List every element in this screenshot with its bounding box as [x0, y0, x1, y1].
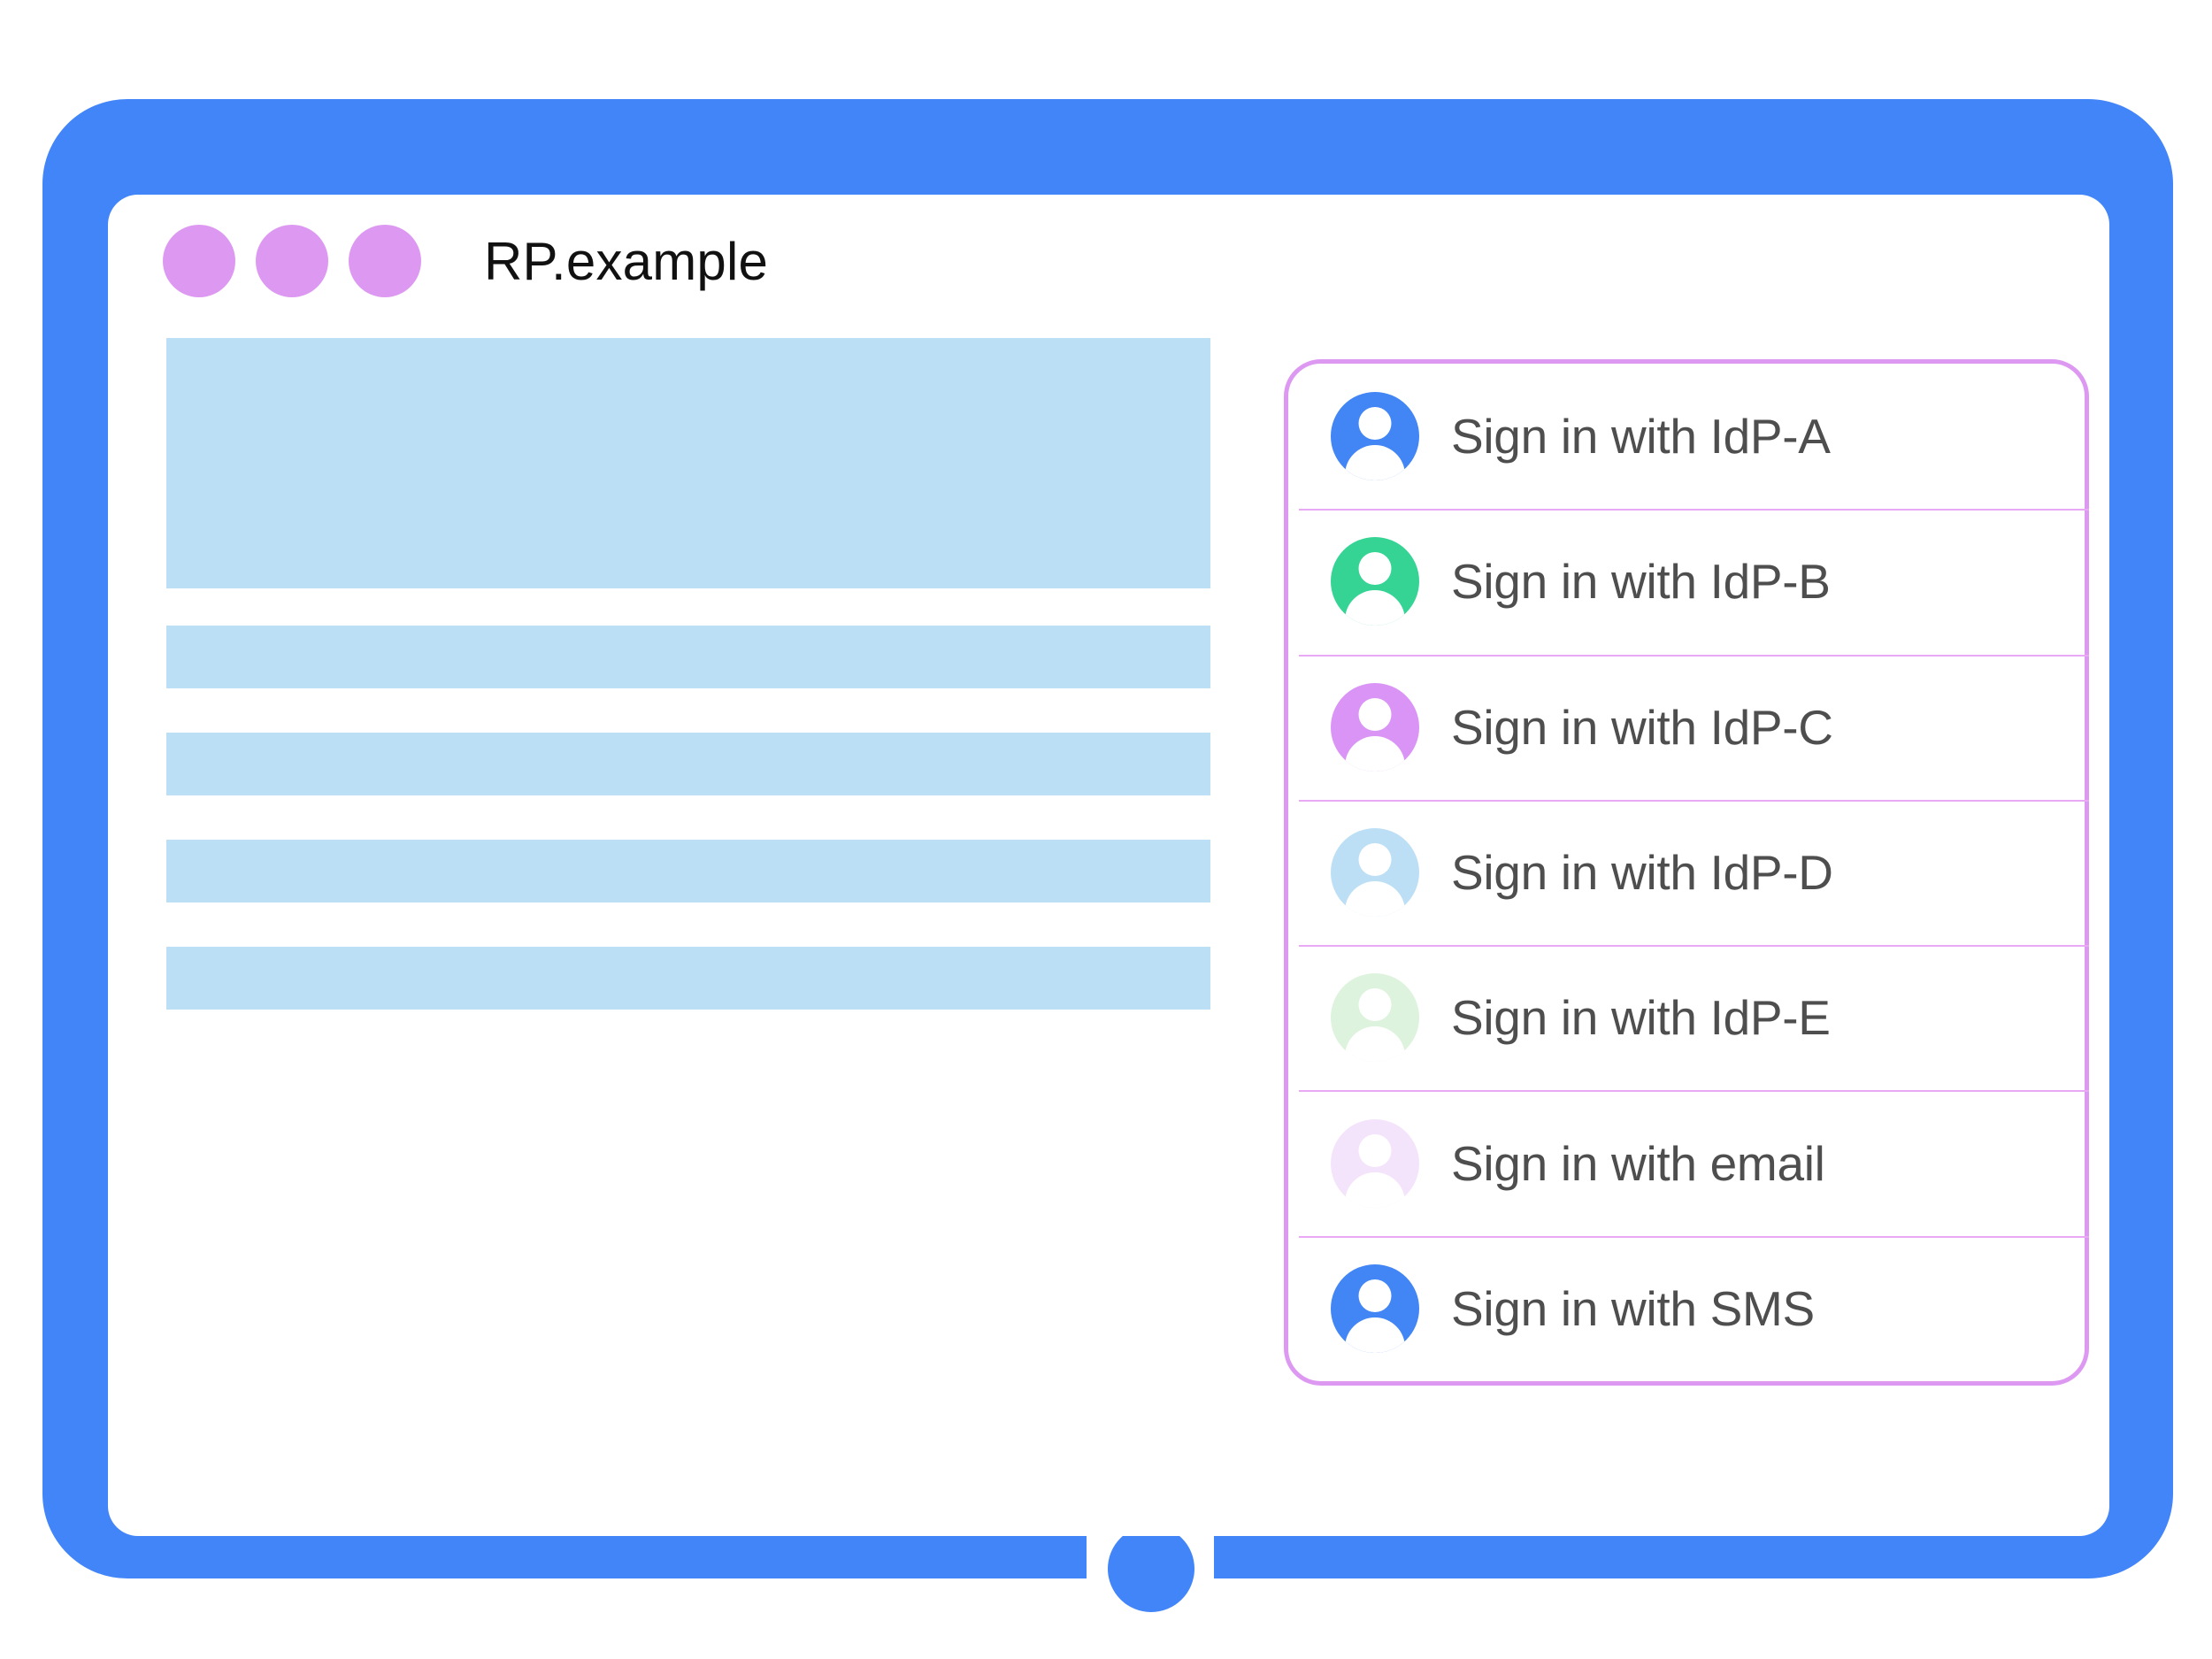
person-avatar-icon — [1331, 392, 1419, 481]
hero-placeholder — [166, 338, 1210, 588]
window-dot-1[interactable] — [163, 225, 235, 297]
person-avatar-icon — [1331, 973, 1419, 1063]
page-title: RP.example — [484, 231, 769, 291]
person-avatar-icon — [1331, 682, 1419, 772]
person-avatar-icon — [1331, 1263, 1419, 1353]
device-frame: RP.example Sign in with IdP-A Sign in wi… — [42, 99, 2173, 1635]
window-title-bar: RP.example — [108, 195, 2109, 327]
provider-row-sms[interactable]: Sign in with SMS — [1288, 1235, 2089, 1381]
provider-row-idp-e[interactable]: Sign in with IdP-E — [1288, 945, 2089, 1090]
text-placeholder-1 — [166, 626, 1210, 688]
text-placeholder-3 — [166, 840, 1210, 902]
provider-label: Sign in with IdP-A — [1451, 409, 1831, 465]
provider-row-idp-b[interactable]: Sign in with IdP-B — [1288, 509, 2089, 654]
window-dot-2[interactable] — [256, 225, 328, 297]
provider-label: Sign in with email — [1451, 1135, 1825, 1191]
person-avatar-icon — [1331, 537, 1419, 626]
text-placeholder-2 — [166, 733, 1210, 795]
account-chooser-dialog: Sign in with IdP-A Sign in with IdP-B Si… — [1284, 359, 2089, 1386]
home-button[interactable] — [1108, 1525, 1194, 1612]
provider-list: Sign in with IdP-A Sign in with IdP-B Si… — [1288, 364, 2089, 1381]
provider-label: Sign in with IdP-B — [1451, 554, 1831, 610]
person-avatar-icon — [1331, 827, 1419, 917]
page-content-placeholders — [166, 338, 1210, 1010]
window-dot-3[interactable] — [349, 225, 421, 297]
provider-row-idp-d[interactable]: Sign in with IdP-D — [1288, 799, 2089, 945]
text-placeholder-4 — [166, 947, 1210, 1010]
provider-row-email[interactable]: Sign in with email — [1288, 1090, 2089, 1235]
provider-label: Sign in with IdP-D — [1451, 844, 1833, 900]
provider-label: Sign in with SMS — [1451, 1280, 1815, 1336]
provider-row-idp-a[interactable]: Sign in with IdP-A — [1288, 364, 2085, 509]
provider-row-idp-c[interactable]: Sign in with IdP-C — [1288, 654, 2089, 800]
provider-label: Sign in with IdP-E — [1451, 990, 1831, 1046]
device-screen: RP.example Sign in with IdP-A Sign in wi… — [108, 195, 2109, 1536]
provider-label: Sign in with IdP-C — [1451, 699, 1833, 755]
person-avatar-icon — [1331, 1118, 1419, 1208]
